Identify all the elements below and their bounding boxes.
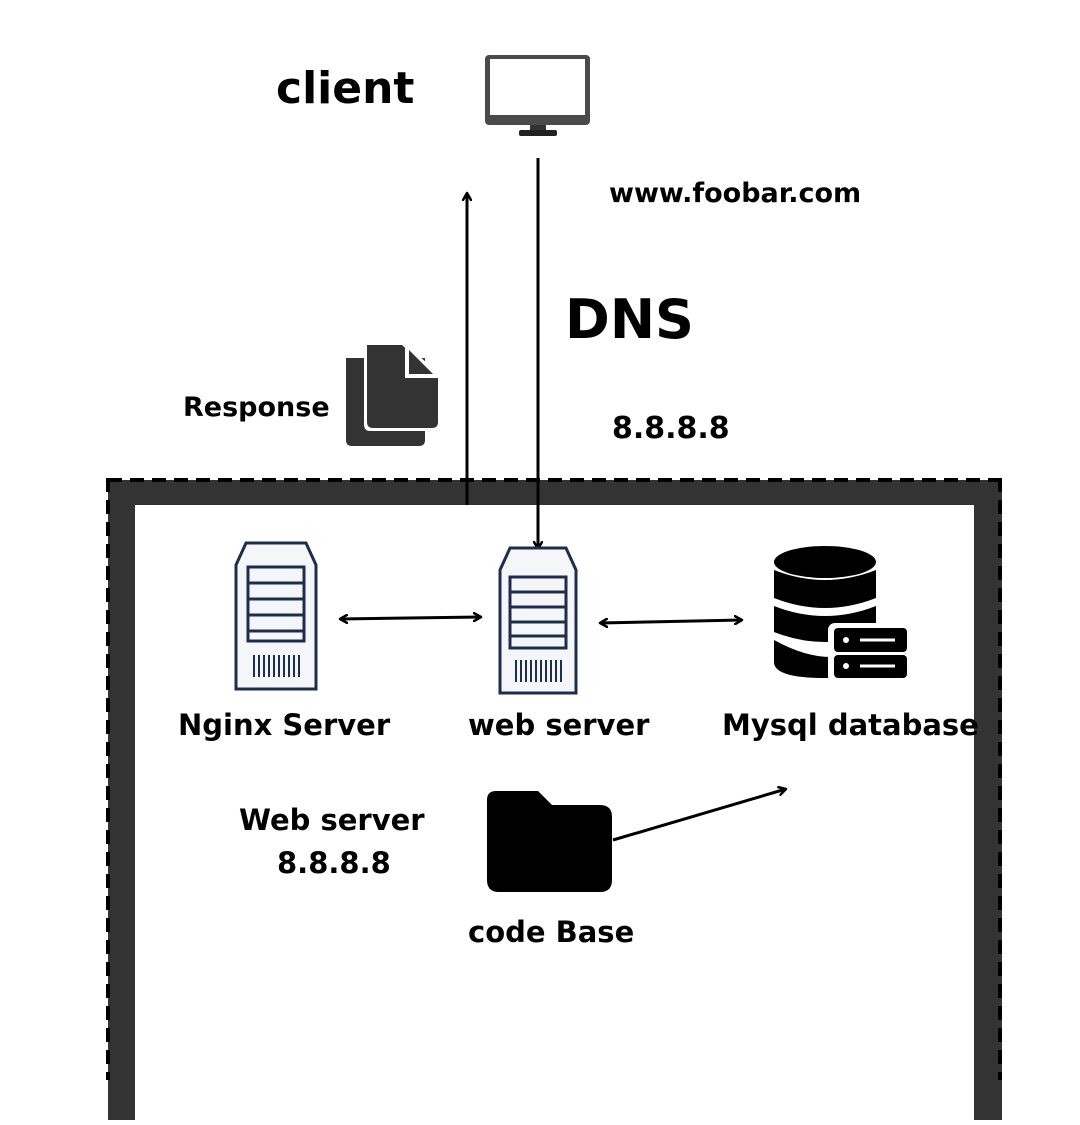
dns-ip: 8.8.8.8	[612, 411, 730, 446]
database-icon	[774, 546, 912, 683]
codebase-database-connector	[612, 789, 786, 842]
monitor-icon	[485, 55, 590, 136]
enclosure-dashed-right	[998, 478, 1002, 1080]
nginx-web-connector	[340, 617, 481, 619]
server-info-ip: 8.8.8.8	[277, 846, 391, 880]
nginx-server-label: Nginx Server	[178, 708, 391, 742]
server-icon	[234, 541, 318, 691]
server-info-title: Web server	[239, 803, 425, 837]
mysql-database-label: Mysql database	[722, 708, 979, 742]
dns-domain: www.foobar.com	[609, 178, 862, 209]
web-server-label: web server	[468, 708, 650, 742]
enclosure-dashed-top	[108, 478, 1002, 482]
server-icon	[498, 546, 578, 695]
codebase-label: code Base	[468, 915, 635, 949]
dns-label: DNS	[565, 288, 694, 351]
folder-icon	[487, 791, 612, 892]
enclosure-dashed-left	[106, 478, 110, 1080]
client-label: client	[276, 63, 415, 114]
response-label: Response	[183, 392, 330, 423]
web-database-connector	[600, 620, 742, 623]
documents-icon	[346, 342, 441, 446]
diagram-canvas	[234, 55, 912, 892]
